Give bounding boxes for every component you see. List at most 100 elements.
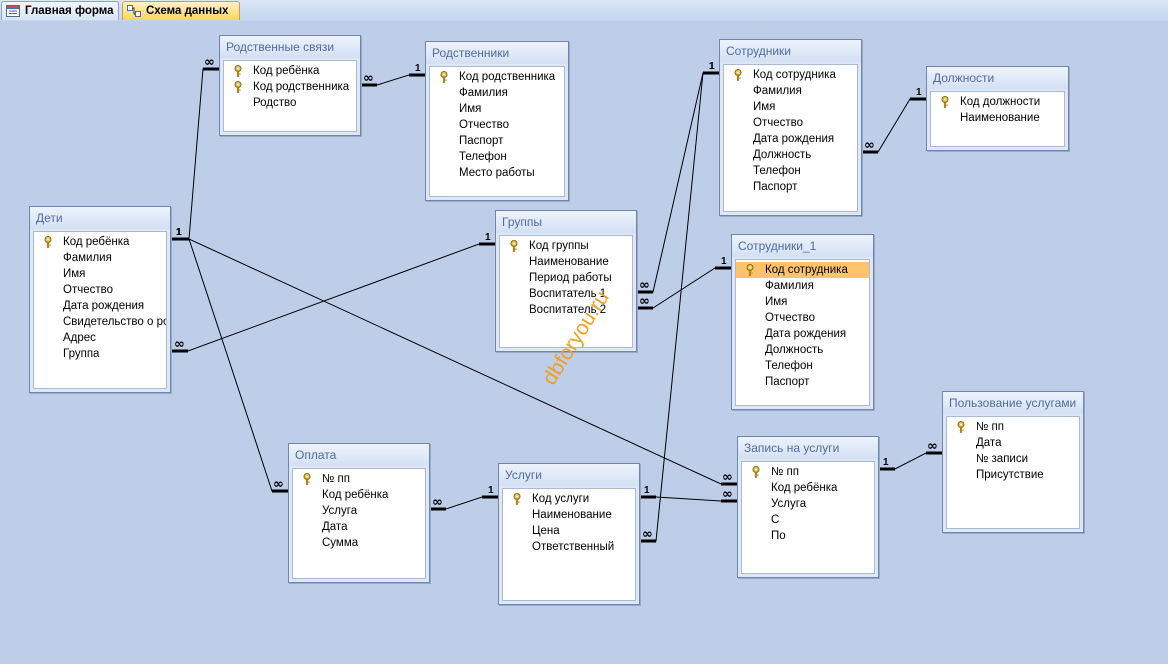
field-item[interactable]: Фамилия: [724, 83, 857, 99]
field-item[interactable]: Отчество: [34, 282, 166, 298]
field-item[interactable]: Наименование: [500, 254, 632, 270]
field-item[interactable]: Отчество: [430, 117, 564, 133]
field-item[interactable]: Адрес: [34, 330, 166, 346]
field-item[interactable]: Родство: [224, 95, 356, 111]
field-item[interactable]: Фамилия: [736, 278, 869, 294]
primary-key-field[interactable]: Код сотрудника: [724, 67, 857, 83]
table-title[interactable]: Родственники: [426, 42, 568, 64]
field-item[interactable]: По: [742, 528, 874, 544]
field-item[interactable]: Присутствие: [947, 467, 1079, 483]
table-title[interactable]: Пользование услугами: [943, 392, 1083, 414]
table-title[interactable]: Оплата: [289, 444, 429, 466]
field-item[interactable]: Фамилия: [34, 250, 166, 266]
field-item[interactable]: № записи: [947, 451, 1079, 467]
field-item[interactable]: Свидетельство о ро: [34, 314, 166, 330]
field-item[interactable]: Отчество: [736, 310, 869, 326]
field-item[interactable]: Воспитатель 2: [500, 302, 632, 318]
table-title[interactable]: Запись на услуги: [738, 437, 878, 459]
primary-key-field[interactable]: Код группы: [500, 238, 632, 254]
primary-key-field[interactable]: Код сотрудника: [736, 262, 869, 278]
field-item[interactable]: Услуга: [293, 503, 425, 519]
field-label: Свидетельство о ро: [63, 316, 167, 328]
field-item[interactable]: Наименование: [931, 110, 1064, 126]
primary-key-field[interactable]: Код ребёнка: [224, 63, 356, 79]
field-label: Место работы: [459, 167, 535, 179]
field-item[interactable]: Имя: [430, 101, 564, 117]
primary-key-field[interactable]: Код родственника: [430, 69, 564, 85]
field-item[interactable]: Код ребёнка: [293, 487, 425, 503]
table-title[interactable]: Должности: [927, 67, 1068, 89]
field-item[interactable]: Дата рождения: [724, 131, 857, 147]
tab-relationships[interactable]: Схема данных: [122, 1, 240, 20]
table-title[interactable]: Услуги: [499, 464, 639, 486]
field-item[interactable]: Услуга: [742, 496, 874, 512]
field-item[interactable]: Сумма: [293, 535, 425, 551]
field-item[interactable]: Фамилия: [430, 85, 564, 101]
field-item[interactable]: Телефон: [724, 163, 857, 179]
field-item[interactable]: Ответственный: [503, 539, 635, 555]
field-item[interactable]: Дата: [293, 519, 425, 535]
field-item[interactable]: Код ребёнка: [742, 480, 874, 496]
field-item[interactable]: Дата рождения: [34, 298, 166, 314]
primary-key-field[interactable]: № пп: [947, 419, 1079, 435]
field-item[interactable]: Наименование: [503, 507, 635, 523]
field-item[interactable]: Имя: [736, 294, 869, 310]
field-item[interactable]: Цена: [503, 523, 635, 539]
table-title[interactable]: Сотрудники: [720, 40, 861, 62]
primary-key-field[interactable]: Код должности: [931, 94, 1064, 110]
key-icon: [303, 473, 311, 485]
field-item[interactable]: С: [742, 512, 874, 528]
field-label: Наименование: [532, 509, 612, 521]
field-item[interactable]: Период работы: [500, 270, 632, 286]
field-item[interactable]: Должность: [724, 147, 857, 163]
field-item[interactable]: Дата рождения: [736, 326, 869, 342]
primary-key-field[interactable]: № пп: [293, 471, 425, 487]
tab-main-form[interactable]: Главная форма: [1, 1, 119, 20]
field-item[interactable]: Имя: [34, 266, 166, 282]
field-item[interactable]: Телефон: [736, 358, 869, 374]
table-title[interactable]: Сотрудники_1: [732, 235, 873, 257]
table-title[interactable]: Дети: [30, 207, 170, 229]
field-item[interactable]: Место работы: [430, 165, 564, 181]
primary-key-field[interactable]: Код услуги: [503, 491, 635, 507]
primary-key-field[interactable]: № пп: [742, 464, 874, 480]
field-item[interactable]: Имя: [724, 99, 857, 115]
field-item[interactable]: Паспорт: [430, 133, 564, 149]
field-item[interactable]: Должность: [736, 342, 869, 358]
primary-key-field[interactable]: Код родственника: [224, 79, 356, 95]
field-item[interactable]: Телефон: [430, 149, 564, 165]
field-item[interactable]: Группа: [34, 346, 166, 362]
primary-key-field[interactable]: Код ребёнка: [34, 234, 166, 250]
field-item[interactable]: Дата: [947, 435, 1079, 451]
table-title[interactable]: Родственные связи: [220, 36, 360, 58]
field-item[interactable]: Паспорт: [724, 179, 857, 195]
cardinality-many-label: ∞: [204, 55, 215, 70]
field-item[interactable]: Воспитатель 1: [500, 286, 632, 302]
field-item[interactable]: Паспорт: [736, 374, 869, 390]
table-title[interactable]: Группы: [496, 211, 636, 233]
field-label: Имя: [753, 101, 776, 113]
field-item[interactable]: Отчество: [724, 115, 857, 131]
